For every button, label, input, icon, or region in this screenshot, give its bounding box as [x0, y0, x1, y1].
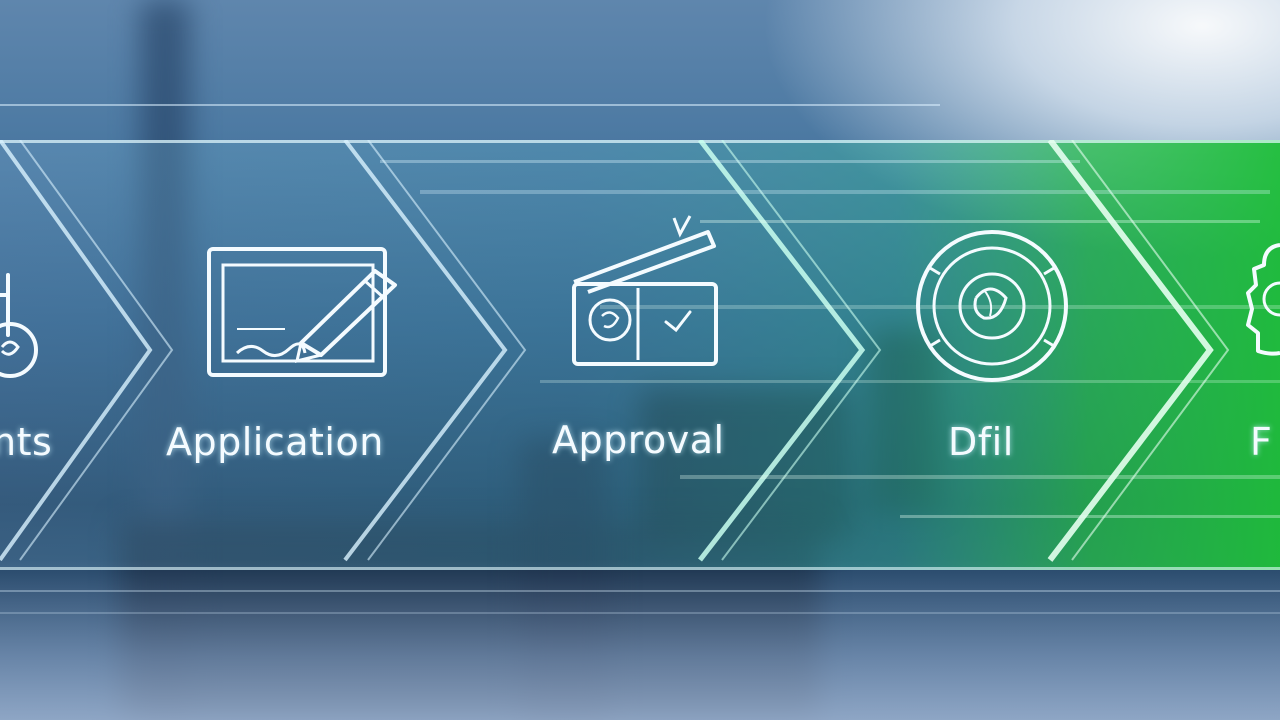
light-streak	[680, 475, 1280, 479]
chevron-divider	[721, 140, 882, 561]
chevron-divider	[367, 140, 527, 561]
band-fill	[0, 140, 1280, 570]
chevron-divider	[343, 140, 508, 562]
globe-seal-icon	[916, 230, 1068, 382]
open-envelope-icon	[572, 215, 718, 366]
light-streak	[540, 380, 1280, 383]
light-streak	[380, 160, 1080, 163]
light-streak	[700, 220, 1260, 223]
gear-icon	[1246, 243, 1280, 356]
chevron-divider	[19, 140, 174, 561]
chevron-divider	[0, 140, 153, 562]
stage-label: nts	[0, 420, 53, 464]
process-chevrons	[0, 140, 1280, 570]
stage-label: F	[1250, 420, 1273, 464]
light-streak	[420, 190, 1270, 194]
upper-rail	[0, 104, 940, 106]
floor-glow	[0, 560, 1280, 720]
lower-rail	[0, 590, 1280, 592]
band-top-edge	[0, 140, 1280, 143]
chevron-divider	[1047, 140, 1214, 562]
stage-label: Approval	[552, 418, 725, 462]
light-streak	[600, 305, 1280, 309]
lower-rail	[0, 612, 1280, 614]
document-coin-icon	[0, 273, 38, 378]
pen-on-form-icon	[207, 247, 397, 377]
chevron-divider	[698, 140, 866, 562]
light-streak	[900, 515, 1280, 518]
chevron-divider	[1071, 140, 1230, 561]
stage-label: Application	[166, 420, 384, 464]
stage-label: Dfil	[948, 420, 1014, 464]
band-bottom-edge	[0, 567, 1280, 570]
